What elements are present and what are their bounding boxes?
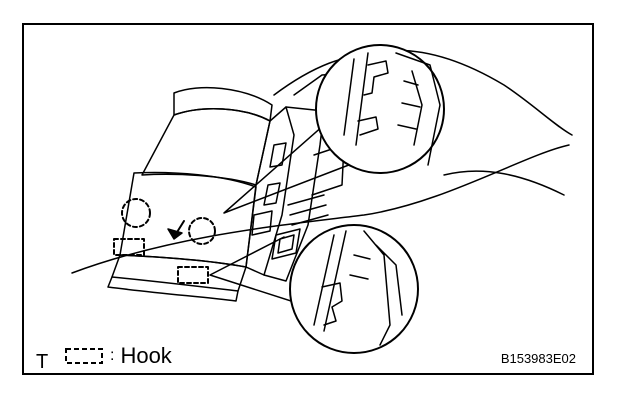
bracket-tab bbox=[251, 210, 273, 236]
callout-leader-upper bbox=[223, 124, 355, 214]
assembly-illustration bbox=[71, 44, 573, 354]
detail-lower-lines bbox=[349, 254, 371, 280]
hook-clip-circle-2 bbox=[188, 217, 216, 245]
detail-lower-hook bbox=[321, 282, 343, 326]
removal-arrow-head bbox=[167, 228, 183, 240]
bracket-box bbox=[271, 228, 301, 260]
rear-grille bbox=[287, 194, 329, 226]
background-contour-3 bbox=[443, 170, 565, 196]
detail-lower-panel bbox=[363, 230, 403, 346]
legend-label: Hook bbox=[120, 343, 172, 368]
rear-bar bbox=[311, 144, 345, 196]
detail-upper-hook-2 bbox=[357, 116, 379, 136]
detail-upper-panel bbox=[395, 52, 441, 166]
legend-separator: : bbox=[110, 347, 115, 364]
hook-marker-2 bbox=[177, 266, 209, 284]
bracket-slot-1 bbox=[269, 142, 287, 168]
detail-lower-rail bbox=[313, 230, 347, 332]
dashed-rectangle-hook-icon bbox=[65, 348, 103, 364]
housing-bottom-lip bbox=[107, 276, 239, 302]
illustration-frame: : Hook T B153983E02 bbox=[22, 23, 594, 375]
detail-callout-lower bbox=[289, 224, 419, 354]
background-contour bbox=[71, 144, 570, 274]
detail-upper-hook bbox=[363, 60, 389, 96]
bracket-box-inner bbox=[277, 234, 295, 254]
detail-upper-rail bbox=[343, 52, 369, 146]
detail-upper-slot bbox=[397, 80, 421, 130]
hook-clip-circle-1 bbox=[121, 198, 151, 228]
housing-body bbox=[141, 108, 271, 186]
housing-lower-panel bbox=[119, 171, 257, 268]
bracket-slot-2 bbox=[263, 182, 281, 206]
figure-code: B153983E02 bbox=[500, 351, 576, 366]
background-contour-2 bbox=[273, 49, 573, 136]
side-bracket bbox=[245, 106, 295, 276]
legend: : Hook bbox=[64, 343, 172, 369]
detail-callout-upper bbox=[315, 44, 445, 174]
corner-letter: T bbox=[36, 351, 49, 373]
hook-marker-1 bbox=[113, 238, 145, 256]
